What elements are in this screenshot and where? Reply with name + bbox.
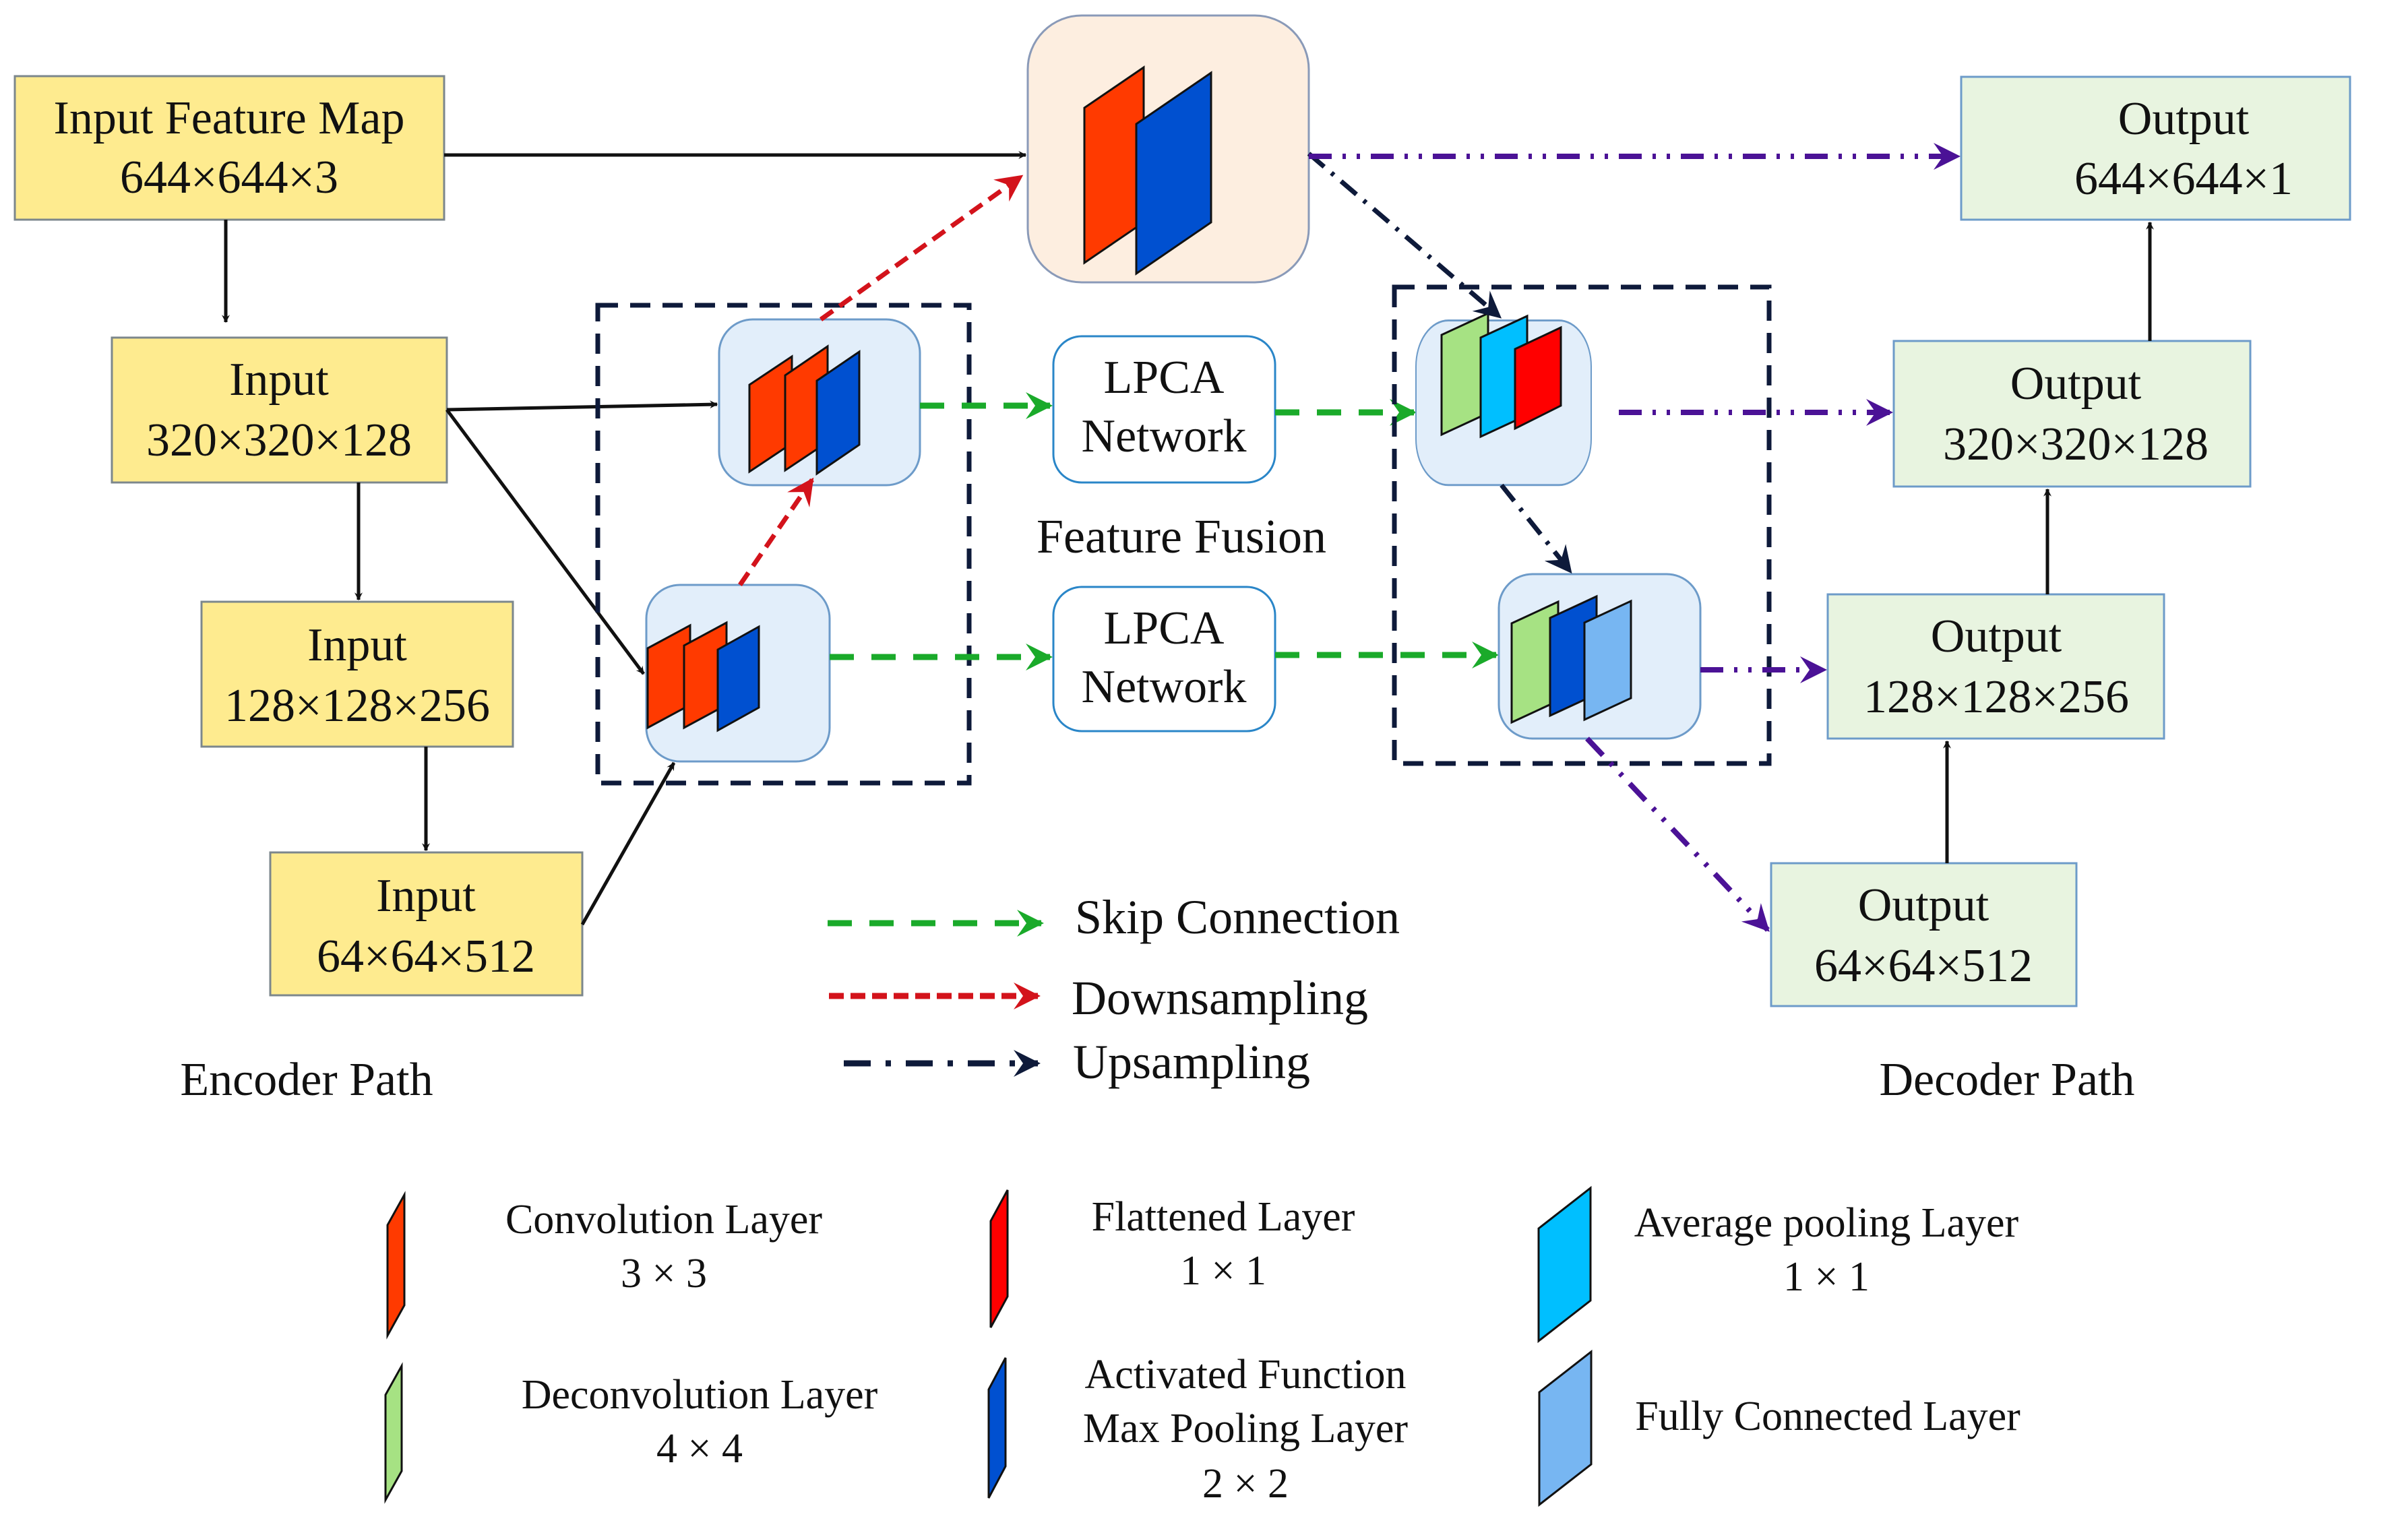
encoder-box-input-128: Input 128×128×256 [200, 600, 514, 748]
legend-line2: Max Pooling Layer [1083, 1406, 1408, 1451]
encoder-fusion-region [595, 303, 972, 786]
decoder-box-output-644: Output 644×644×1 [1960, 75, 2351, 221]
legend-line1: Fully Connected Layer [1635, 1394, 2020, 1439]
decoder-arrows [1943, 221, 2154, 863]
upsampling-arrows [1307, 152, 1572, 574]
lpca-network-top[interactable]: LPCA Network [1052, 335, 1276, 484]
legend-label: Skip Connection [1075, 890, 1400, 944]
arrow-320-to-encblock-bottom [445, 408, 646, 675]
legend-line2: 1 × 1 [1180, 1248, 1266, 1294]
encoder-path-label: Encoder Path [180, 1054, 433, 1106]
link-dec-bottom-to-output-64 [1585, 737, 1770, 932]
flattened-layer-swatch [989, 1189, 1009, 1328]
decoder-path-label: Decoder Path [1879, 1054, 2134, 1106]
box-dims: 320×320×128 [1943, 418, 2209, 470]
legend-line2: 3 × 3 [621, 1251, 707, 1296]
legend-fully-connected-layer: Fully Connected Layer [1538, 1349, 2020, 1507]
encoder-box-input-feature-map: Input Feature Map 644×644×3 [13, 75, 445, 221]
encoder-arrows [222, 151, 1027, 926]
legend-line1: Average pooling Layer [1634, 1200, 2019, 1246]
fully-connected-layer-swatch [1538, 1349, 1593, 1507]
layer-legend: Convolution Layer 3 × 3 Flattened Layer … [384, 1185, 2020, 1507]
center-fusion-block [1026, 14, 1310, 284]
arrow-up-dec-top-to-dec-bottom [1500, 483, 1572, 574]
box-title: Input Feature Map [54, 92, 405, 144]
decoder-box-output-64: Output 64×64×512 [1770, 862, 2078, 1007]
legend-label: Downsampling [1072, 971, 1368, 1025]
maxpool-layer-swatch [987, 1357, 1007, 1499]
avgpool-layer-swatch [1537, 1185, 1592, 1344]
legend-deconvolution-layer: Deconvolution Layer 4 × 4 [384, 1362, 878, 1504]
box-title: Output [2118, 93, 2250, 145]
encoder-block-top [718, 318, 921, 487]
decoder-output-links [1309, 143, 1961, 932]
box-dims: 320×320×128 [146, 414, 412, 466]
deconv-layer-swatch [384, 1362, 403, 1504]
encoder-box-input-320: Input 320×320×128 [111, 336, 448, 484]
box-dims: 128×128×256 [224, 680, 490, 732]
legend-upsampling: Upsampling [844, 1035, 1310, 1089]
fully-connected-layer-shape [1583, 599, 1632, 722]
maxpool-layer-shape [716, 625, 760, 732]
arrow-320-to-encblock-top [446, 400, 718, 412]
arrow-64-to-encblock-bottom [580, 761, 676, 926]
box-dims: 64×64×512 [317, 931, 535, 982]
encoder-box-input-64: Input 64×64×512 [269, 851, 584, 997]
box-title: Input [376, 870, 476, 922]
flattened-layer-shape [1514, 325, 1562, 431]
legend-line1: Convolution Layer [505, 1197, 822, 1243]
arrow-up-center-to-dec-top [1307, 152, 1502, 319]
encoder-block-bottom [645, 584, 831, 763]
decoder-block-top [1415, 311, 1592, 487]
downsampling-arrows [738, 175, 1024, 586]
legend-line3: 2 × 2 [1202, 1461, 1289, 1507]
box-dims: 644×644×3 [120, 152, 338, 204]
lpca-subtitle: Network [1082, 410, 1247, 462]
lpca-subtitle: Network [1082, 661, 1247, 713]
lpca-title: LPCA [1104, 352, 1225, 404]
conv-layer-swatch [386, 1191, 406, 1340]
legend-skip-connection: Skip Connection [828, 890, 1400, 944]
legend-flattened-layer: Flattened Layer 1 × 1 [989, 1189, 1355, 1328]
box-title: Input [229, 354, 329, 406]
arrow-down-bottom-to-top [738, 477, 814, 586]
arrow-down-top-to-center [819, 175, 1024, 321]
legend-downsampling: Downsampling [829, 971, 1368, 1025]
box-title: Input [307, 619, 407, 671]
legend-average-pooling-layer: Average pooling Layer 1 × 1 [1537, 1185, 2019, 1344]
skip-connection-arrows [830, 392, 1499, 670]
decoder-fusion-region [1392, 284, 1772, 766]
decoder-box-output-320: Output 320×320×128 [1892, 340, 2252, 488]
feature-fusion-label: Feature Fusion [1037, 509, 1326, 563]
legend-line1: Flattened Layer [1092, 1194, 1355, 1240]
box-title: Output [1931, 611, 2062, 662]
legend-line2: 1 × 1 [1783, 1254, 1870, 1300]
legend-label: Upsampling [1073, 1035, 1310, 1089]
box-dims: 64×64×512 [1814, 940, 2033, 992]
legend-line1: Activated Function [1085, 1352, 1407, 1398]
lpca-network-bottom[interactable]: LPCA Network [1052, 586, 1276, 732]
decoder-block-bottom [1498, 573, 1702, 740]
legend-line2: 4 × 4 [656, 1426, 743, 1472]
box-title: Output [2010, 358, 2142, 410]
box-dims: 644×644×1 [2074, 153, 2293, 205]
maxpool-layer-shape [815, 350, 861, 476]
lpca-title: LPCA [1104, 602, 1225, 654]
arrow-legend: Skip Connection Downsampling Upsampling [828, 890, 1400, 1089]
box-dims: 128×128×256 [1863, 671, 2129, 723]
decoder-box-output-128: Output 128×128×256 [1826, 593, 2165, 740]
legend-line1: Deconvolution Layer [522, 1372, 878, 1418]
box-title: Output [1858, 879, 1989, 931]
legend-convolution-layer: Convolution Layer 3 × 3 [386, 1191, 822, 1340]
legend-maxpool-layer: Activated Function Max Pooling Layer 2 ×… [987, 1352, 1408, 1507]
maxpool-layer-shape [1135, 71, 1212, 276]
